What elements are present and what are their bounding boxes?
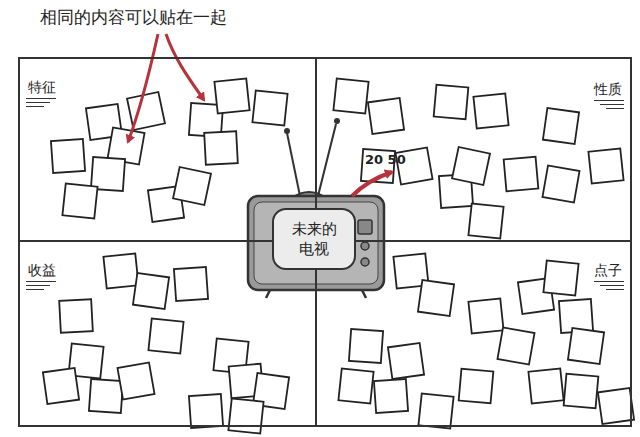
sticky-note <box>543 108 579 144</box>
sticky-note <box>459 369 494 404</box>
sticky-note <box>338 368 373 403</box>
sticky-note <box>228 398 263 433</box>
sticky-note <box>564 374 599 409</box>
heading-underline <box>26 281 56 282</box>
sticky-note <box>133 273 169 309</box>
sticky-note <box>103 253 138 288</box>
sticky-note <box>588 148 623 183</box>
quadrant-heading: 点子 <box>592 262 624 278</box>
sticky-note <box>388 343 424 379</box>
quadrant-region: 收益 <box>18 240 317 427</box>
sticky-note <box>204 131 238 165</box>
sticky-note <box>568 328 604 364</box>
sticky-note <box>374 379 408 413</box>
quadrant-region: 性质 <box>315 57 632 242</box>
annotation-note: 相同的内容可以贴在一起 <box>40 6 227 29</box>
sticky-note <box>174 267 208 301</box>
sticky-note <box>189 394 223 428</box>
quadrant-region: 特征 <box>18 57 317 242</box>
sticky-note <box>51 139 85 173</box>
sticky-note <box>473 93 508 128</box>
heading-underline <box>26 285 50 286</box>
sticky-note <box>452 147 490 185</box>
sticky-note <box>542 165 579 202</box>
sticky-note <box>173 167 211 205</box>
sticky-note <box>252 90 287 125</box>
sticky-note <box>468 298 503 333</box>
heading-underline <box>26 98 56 99</box>
sticky-note <box>89 379 123 413</box>
sticky-note <box>214 78 249 113</box>
sticky-note <box>418 393 453 428</box>
quadrant-region: 点子 <box>315 240 632 427</box>
heading-underline <box>606 289 624 290</box>
heading-underline <box>600 285 624 286</box>
quadrant-heading: 收益 <box>26 262 58 278</box>
sticky-note <box>333 78 368 113</box>
screen-text: 未来的 电视 <box>288 219 340 259</box>
sticky-note <box>59 299 93 333</box>
callout-arrow <box>166 34 204 100</box>
sticky-note <box>504 157 539 192</box>
quadrant-heading: 性质 <box>592 81 624 97</box>
sticky-note <box>434 85 469 120</box>
sticky-note <box>497 327 534 364</box>
heading-underline <box>594 281 624 282</box>
callout-arrow <box>128 34 158 142</box>
sticky-note <box>43 368 79 404</box>
heading-underline <box>594 100 624 101</box>
heading-underline <box>606 108 624 109</box>
quadrant-heading: 特征 <box>26 79 58 95</box>
sticky-note <box>148 318 183 353</box>
tv-screen: 未来的 电视 <box>272 208 356 270</box>
sticky-note <box>117 362 154 399</box>
year-label: 20 50 <box>365 152 406 167</box>
heading-underline <box>26 102 50 103</box>
sticky-note <box>368 98 404 134</box>
sticky-note <box>598 388 634 424</box>
year-arrow <box>352 172 392 196</box>
sticky-note <box>62 183 97 218</box>
sticky-note <box>543 260 578 295</box>
heading-underline <box>26 106 44 107</box>
heading-underline <box>26 289 44 290</box>
sticky-note <box>528 368 563 403</box>
sticky-note <box>468 203 503 238</box>
sticky-note <box>418 280 454 316</box>
heading-underline <box>600 104 624 105</box>
sticky-note <box>349 329 383 363</box>
